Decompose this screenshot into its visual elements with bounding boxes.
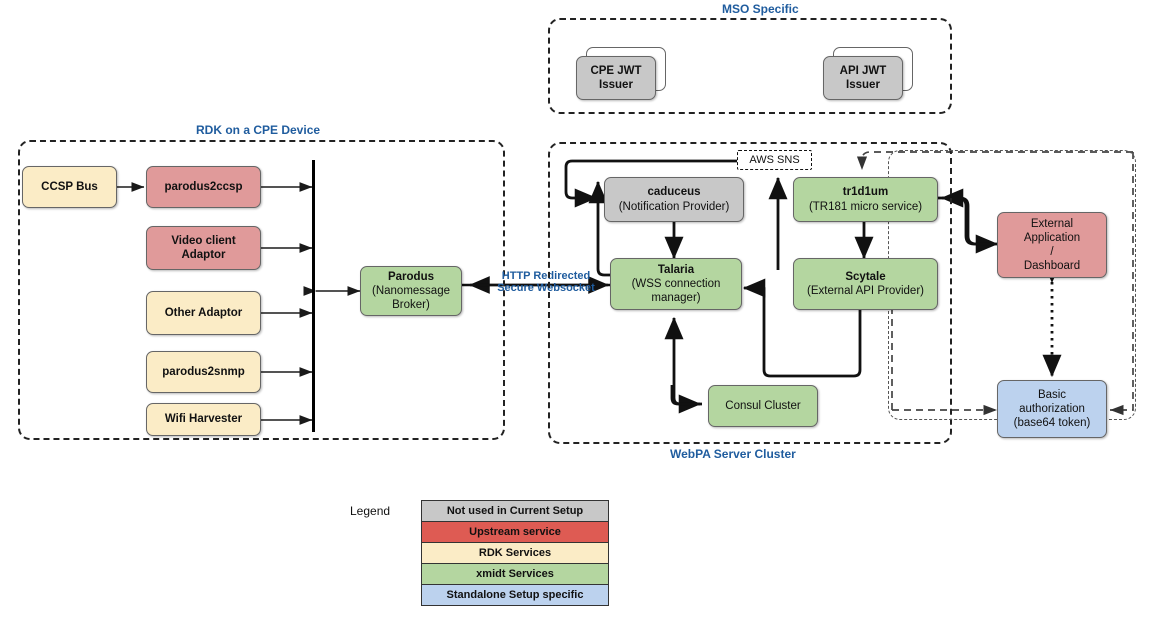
basic-auth-line2: authorization <box>1019 402 1085 415</box>
caduceus-title: caduceus <box>647 186 701 199</box>
webpa-group-label: WebPA Server Cluster <box>670 447 796 461</box>
api-jwt-issuer-title: API JWT <box>839 64 887 77</box>
external-app-line4: Dashboard <box>1023 260 1081 273</box>
video-client-adaptor-sub: Adaptor <box>181 249 226 261</box>
parodus2snmp-label: parodus2snmp <box>162 365 245 378</box>
external-app-line2: Application <box>1023 231 1081 244</box>
aws-sns-label: AWS SNS <box>749 154 800 166</box>
legend-swatch-xmidt-services: xmidt Services <box>421 563 609 585</box>
external-application-dashboard: External Application / Dashboard <box>997 212 1107 278</box>
tr1d1um-sub: (TR181 micro service) <box>808 200 923 213</box>
legend-swatch-rdk-services: RDK Services <box>421 542 609 564</box>
legend-table: Not used in Current Setup Upstream servi… <box>421 500 609 606</box>
basic-authorization: Basic authorization (base64 token) <box>997 380 1107 438</box>
webpa-group <box>548 142 952 444</box>
legend-swatch-upstream-service: Upstream service <box>421 521 609 543</box>
scytale: Scytale (External API Provider) <box>793 258 938 310</box>
aws-sns: AWS SNS <box>737 150 812 170</box>
tr1d1um-title: tr1d1um <box>842 186 889 199</box>
other-adaptor: Other Adaptor <box>146 291 261 335</box>
parodus2ccsp-label: parodus2ccsp <box>164 180 243 193</box>
legend-row: RDK Services <box>421 542 609 564</box>
caduceus-sub: (Notification Provider) <box>618 200 730 213</box>
parodus-title: Parodus <box>387 270 434 283</box>
talaria-title: Talaria <box>657 263 695 276</box>
parodus2snmp: parodus2snmp <box>146 351 261 393</box>
cpe-jwt-issuer-title: CPE JWT <box>590 64 642 77</box>
legend-row: xmidt Services <box>421 563 609 585</box>
consul-cluster-label: Consul Cluster <box>725 399 801 412</box>
websocket-label-line1: HTTP Redirected <box>501 270 591 282</box>
cpe-message-bus-bar <box>312 160 315 432</box>
video-client-adaptor-title: Video client <box>171 234 236 247</box>
external-app-line1: External <box>1030 217 1074 230</box>
talaria: Talaria (WSS connection manager) <box>610 258 742 310</box>
api-jwt-issuer: API JWT Issuer <box>823 56 903 100</box>
mso-group-label: MSO Specific <box>722 2 799 16</box>
parodus-sub: (Nanomessage Broker) <box>372 284 450 311</box>
mso-group <box>548 18 952 114</box>
ccsp-bus: CCSP Bus <box>22 166 117 208</box>
cpe-jwt-issuer-sub: Issuer <box>599 79 633 91</box>
basic-auth-line3: (base64 token) <box>1013 417 1091 429</box>
legend-row: Not used in Current Setup <box>421 500 609 522</box>
caduceus: caduceus (Notification Provider) <box>604 177 744 222</box>
legend-title: Legend <box>350 504 391 518</box>
cpe-jwt-issuer: CPE JWT Issuer <box>576 56 656 100</box>
ccsp-bus-label: CCSP Bus <box>41 180 98 193</box>
external-app-line3: / <box>1050 246 1054 258</box>
scytale-sub: (External API Provider) <box>807 285 924 297</box>
legend-swatch-standalone-setup: Standalone Setup specific <box>421 584 609 606</box>
tr1d1um: tr1d1um (TR181 micro service) <box>793 177 938 222</box>
consul-cluster: Consul Cluster <box>708 385 818 427</box>
parodus: Parodus (Nanomessage Broker) <box>360 266 462 316</box>
basic-auth-line1: Basic <box>1037 388 1067 401</box>
wifi-harvester: Wifi Harvester <box>146 403 261 436</box>
legend-row: Upstream service <box>421 521 609 543</box>
scytale-title: Scytale <box>845 270 886 283</box>
websocket-label-line2: Secure Websocket <box>497 282 595 295</box>
wifi-harvester-label: Wifi Harvester <box>164 413 243 426</box>
other-adaptor-label: Other Adaptor <box>164 306 243 319</box>
rdk-group-label: RDK on a CPE Device <box>196 123 321 137</box>
talaria-sub: (WSS connection manager) <box>631 277 721 304</box>
api-jwt-issuer-sub: Issuer <box>846 79 880 91</box>
video-client-adaptor: Video client Adaptor <box>146 226 261 270</box>
parodus2ccsp: parodus2ccsp <box>146 166 261 208</box>
legend-row: Standalone Setup specific <box>421 584 609 606</box>
websocket-edge-label: HTTP Redirected Secure Websocket <box>486 270 606 295</box>
legend-swatch-not-used: Not used in Current Setup <box>421 500 609 522</box>
rdk-group <box>18 140 505 440</box>
